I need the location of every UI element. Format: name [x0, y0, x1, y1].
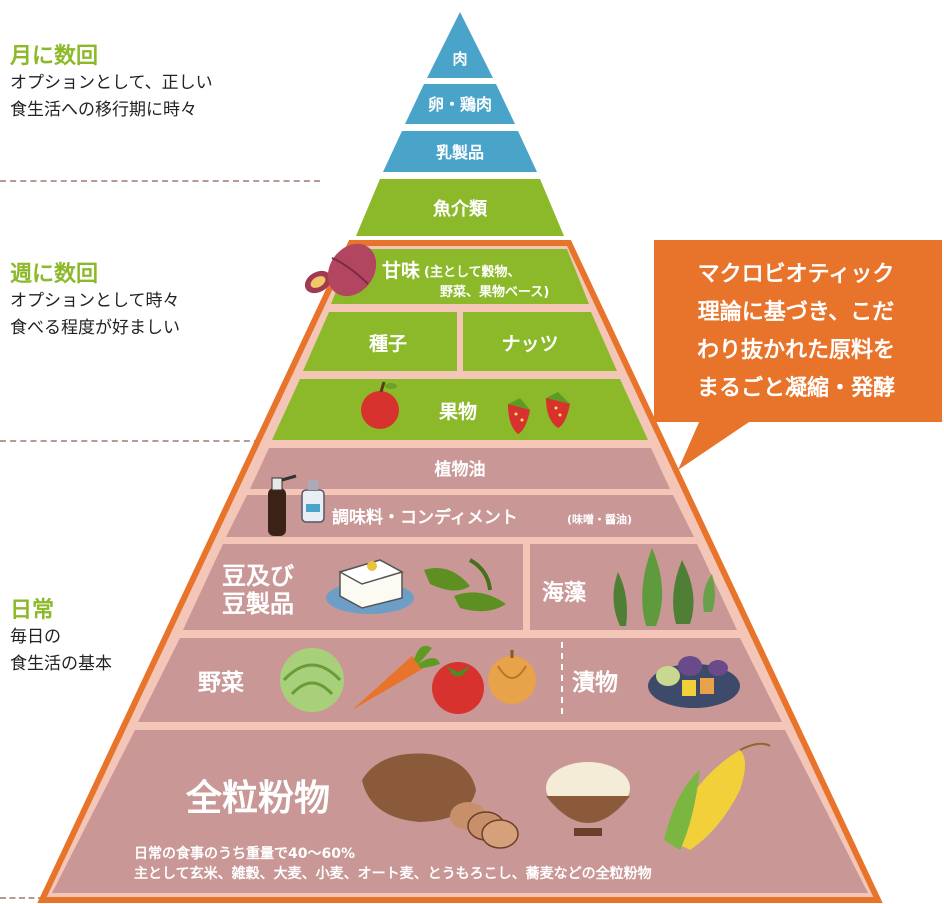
side-label-weekly: 週に数回 オプションとして時々 食べる程度が好ましい	[10, 262, 180, 342]
edamame-icon	[424, 558, 506, 612]
tier-seaweed-label: 海藻	[542, 580, 587, 606]
side-label-title: 月に数回	[10, 44, 99, 69]
tier-nuts	[463, 312, 617, 371]
side-label-line: 食生活への移行期に時々	[10, 100, 197, 120]
onion-icon	[488, 650, 536, 704]
callout-bubble	[654, 240, 942, 470]
side-label-daily: 日常 毎日の 食生活の基本	[10, 598, 112, 678]
tier-sweets-main: 甘味	[382, 260, 420, 282]
strawberry-icon	[508, 392, 570, 434]
tier-meat-label: 肉	[452, 50, 467, 68]
side-label-title: 日常	[10, 598, 55, 623]
bread-icon	[362, 753, 519, 849]
tier-oil	[250, 448, 670, 489]
callout-line: まるごと凝縮・発酵	[696, 376, 895, 401]
tier-fish	[356, 179, 564, 236]
callout-line: わり抜かれた原料を	[696, 338, 895, 363]
tier-seasoning-sub: (味噌・醤油)	[567, 512, 632, 526]
tier-sweets-sub1: (主として穀物、	[424, 264, 521, 280]
tier-fish-label: 魚介類	[433, 198, 488, 220]
tier-pickles-label: 漬物	[572, 669, 618, 696]
tier-dairy-label: 乳製品	[436, 143, 484, 162]
callout-line: マクロビオティック	[697, 262, 895, 287]
side-label-title: 週に数回	[10, 262, 99, 287]
tier-sweets	[331, 249, 589, 304]
tier-dairy	[383, 131, 537, 172]
tier-seeds	[303, 312, 457, 371]
tier-beans-label-2: 豆製品	[222, 590, 294, 618]
divider-dashed	[0, 897, 44, 899]
soy-sauce-icon	[268, 474, 325, 536]
tier-nuts-label: ナッツ	[501, 333, 558, 355]
tier-grains-label: 全粒粉物	[185, 777, 330, 819]
side-label-line: 食べる程度が好ましい	[10, 318, 180, 338]
tier-fruit-label: 果物	[438, 400, 477, 423]
sweet-potato-icon	[304, 243, 377, 297]
tier-meat	[427, 12, 493, 78]
side-label-monthly: 月に数回 オプションとして、正しい 食生活への移行期に時々	[10, 44, 213, 124]
tier-seasoning	[226, 495, 694, 537]
tier-seasoning-label: 調味料・コンディメント	[332, 507, 518, 528]
divider-dashed	[0, 440, 260, 442]
tier-egg-chicken-label: 卵・鶏肉	[428, 95, 492, 114]
tier-sweets-sub2: 野菜、果物ベース)	[440, 284, 549, 300]
side-label-line: オプションとして時々	[10, 291, 180, 311]
callout-line: 理論に基づき、こだ	[697, 300, 895, 325]
tier-egg-chicken	[405, 84, 515, 124]
side-label-line: 毎日の	[10, 627, 61, 647]
side-label-line: オプションとして、正しい	[10, 73, 213, 93]
cabbage-icon	[280, 648, 344, 712]
tier-beans-label-1: 豆及び	[222, 562, 294, 590]
tier-vegetables-label: 野菜	[198, 670, 244, 696]
pickles-icon	[648, 656, 740, 708]
pyramid-outline	[37, 240, 883, 903]
tier-seeds-label: 種子	[369, 333, 407, 355]
divider-dashed	[0, 180, 320, 182]
seaweed-icon	[613, 548, 715, 626]
apple-icon	[361, 381, 399, 429]
tier-grains-note-1: 日常の食事のうち重量で40～60%	[134, 845, 355, 862]
corn-icon	[664, 742, 771, 850]
tomato-icon	[432, 662, 484, 714]
callout-text: マクロビオティック 理論に基づき、こだ わり抜かれた原料を まるごと凝縮・発酵	[668, 256, 924, 408]
rice-bowl-icon	[546, 762, 630, 836]
tofu-icon	[326, 559, 414, 614]
side-label-line: 食生活の基本	[10, 654, 112, 674]
tier-oil-label: 植物油	[435, 459, 486, 480]
tier-grains-note-2: 主として玄米、雑穀、大麦、小麦、オート麦、とうもろこし、蕎麦などの全粒粉物	[134, 865, 652, 882]
carrot-icon	[352, 645, 440, 710]
